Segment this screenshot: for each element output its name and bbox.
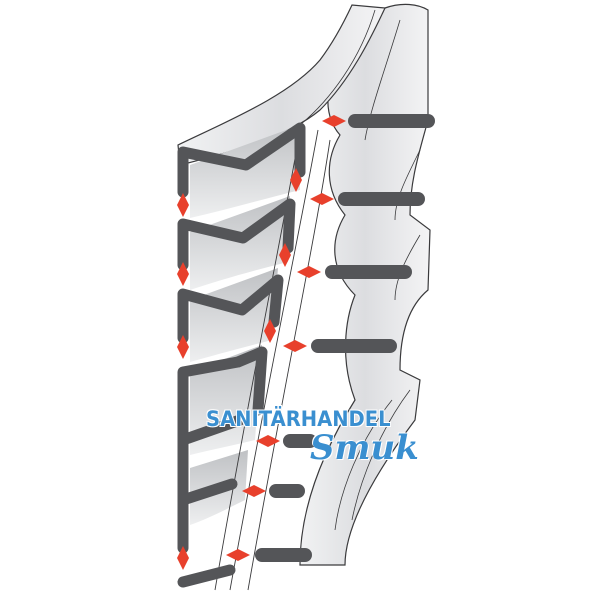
horizontal-compression-markers [226,115,346,561]
vertical-compression-markers [177,168,302,570]
front-profile-stack [177,114,435,591]
